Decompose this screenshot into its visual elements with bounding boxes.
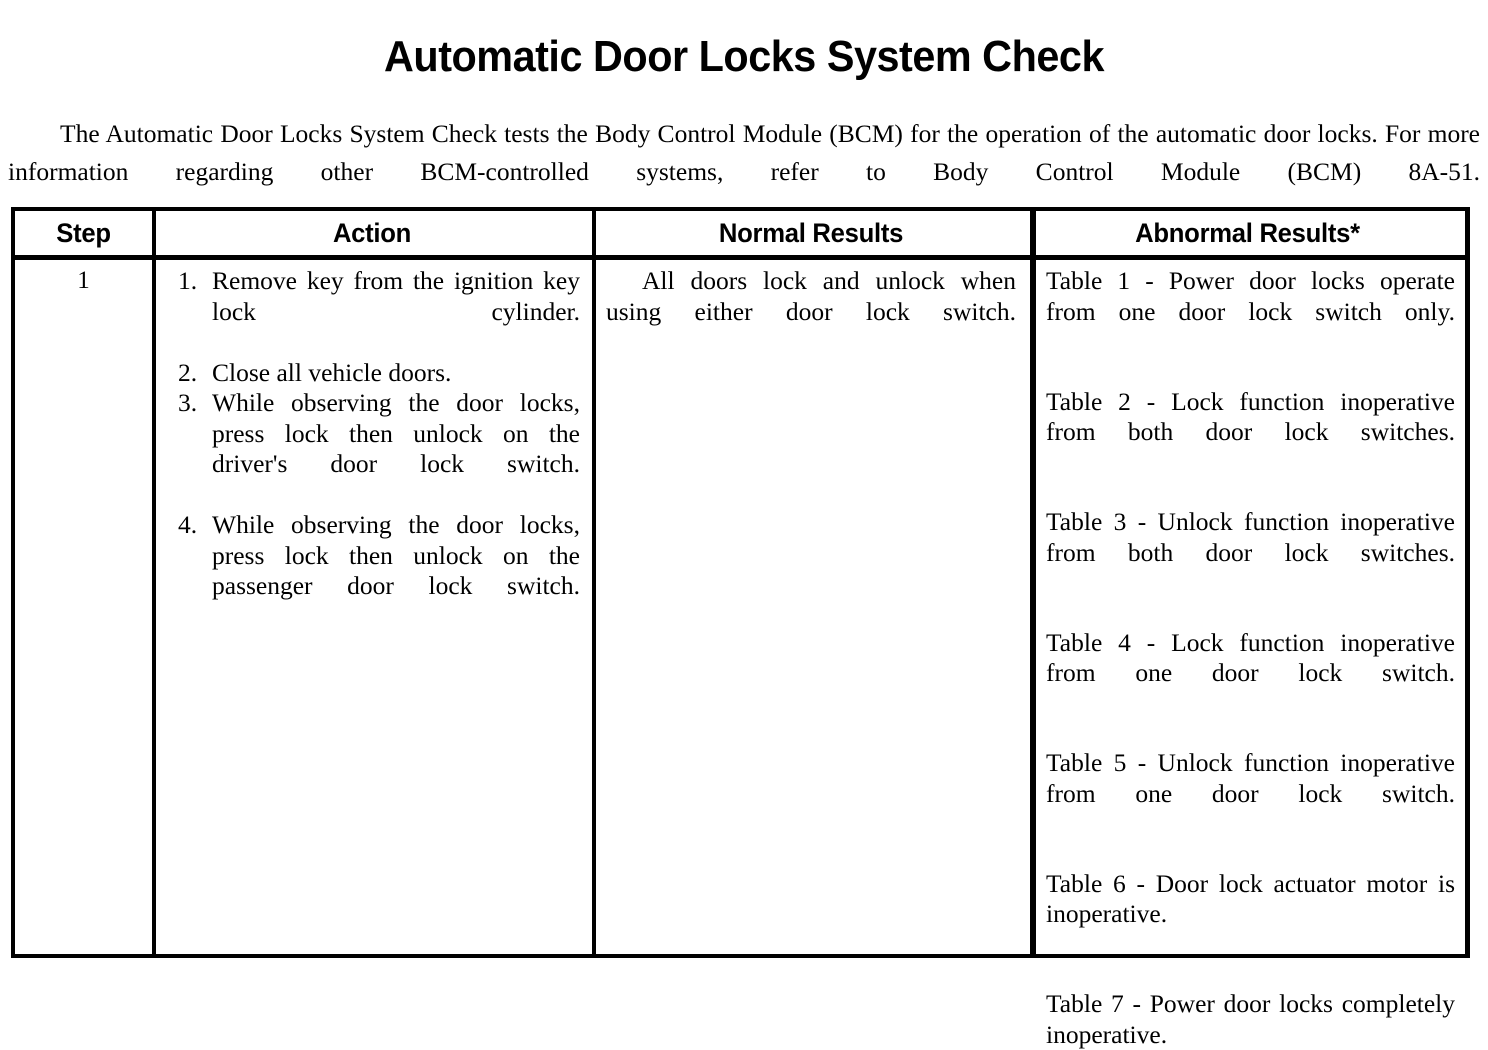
- abnormal-result-item: Table 3 - Unlock function inoperative fr…: [1046, 507, 1455, 567]
- column-header-step: Step: [56, 218, 111, 248]
- action-step-list: Remove key from the ignition key lock cy…: [178, 266, 580, 632]
- normal-results-text: All doors lock and unlock when using eit…: [606, 266, 1016, 326]
- action-step-item: Close all vehicle doors.: [178, 358, 580, 389]
- column-header-abnormal-results: Abnormal Results*: [1135, 218, 1360, 248]
- cell-abnormal-results: Table 1 - Power door locks operate from …: [1036, 260, 1465, 1049]
- intro-paragraph: The Automatic Door Locks System Check te…: [8, 118, 1480, 186]
- header-divider-action-normal: [592, 211, 596, 255]
- action-step-text: Remove key from the ignition key lock cy…: [212, 266, 580, 326]
- abnormal-result-item: Table 5 - Unlock function inoperative fr…: [1046, 748, 1455, 808]
- action-step-item: While observing the door locks, press lo…: [178, 510, 580, 632]
- table-row: 1 Remove key from the ignition key lock …: [15, 260, 1465, 1049]
- cell-action: Remove key from the ignition key lock cy…: [156, 260, 592, 954]
- action-step-text: Close all vehicle doors.: [212, 357, 452, 387]
- header-divider-normal-abnormal: [1030, 211, 1036, 255]
- cell-step-number: 1: [77, 267, 90, 294]
- table-header-row: Step Action Normal Results Abnormal Resu…: [15, 211, 1465, 260]
- action-step-item: Remove key from the ignition key lock cy…: [178, 266, 580, 358]
- abnormal-result-item: Table 4 - Lock function inoperative from…: [1046, 627, 1455, 688]
- body-divider-step-action: [152, 260, 156, 954]
- action-step-item: While observing the door locks, press lo…: [178, 388, 580, 510]
- system-check-table: Step Action Normal Results Abnormal Resu…: [11, 207, 1470, 1049]
- column-header-action: Action: [332, 218, 412, 248]
- header-divider-step-action: [152, 211, 156, 255]
- abnormal-result-item: Table 2 - Lock function inoperative from…: [1046, 386, 1455, 447]
- abnormal-result-item: Table 6 - Door lock actuator motor is in…: [1046, 868, 1455, 929]
- body-divider-normal-abnormal: [1030, 260, 1036, 954]
- abnormal-result-item: Table 7 - Power door locks completely in…: [1046, 989, 1455, 1049]
- cell-normal-results: All doors lock and unlock when using eit…: [596, 260, 1030, 954]
- page-title: Automatic Door Locks System Check: [383, 32, 1104, 82]
- abnormal-result-item: Table 1 - Power door locks operate from …: [1046, 266, 1455, 326]
- document-page: Automatic Door Locks System Check The Au…: [0, 0, 1488, 968]
- column-header-normal-results: Normal Results: [718, 218, 904, 248]
- action-step-text: While observing the door locks, press lo…: [212, 510, 580, 600]
- body-divider-action-normal: [592, 260, 596, 954]
- action-step-text: While observing the door locks, press lo…: [212, 388, 580, 478]
